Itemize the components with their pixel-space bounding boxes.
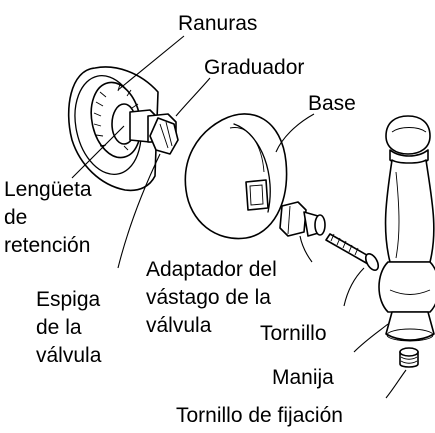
handle-drawing xyxy=(378,115,435,342)
label-lengueta-line3: retención xyxy=(4,234,90,257)
label-adaptador-line3: válvula xyxy=(146,314,212,337)
label-tornillo-fijacion: Tornillo de fijación xyxy=(176,404,343,427)
label-espiga-line1: Espiga xyxy=(36,288,101,311)
label-lengueta-line1: Lengüeta xyxy=(4,178,92,201)
label-tornillo: Tornillo xyxy=(260,322,327,345)
leader-tornillo-fijacion xyxy=(385,369,407,399)
leader-manija xyxy=(353,323,389,353)
leader-lengueta xyxy=(71,125,125,179)
leader-base xyxy=(275,113,315,153)
label-lengueta-line2: de xyxy=(4,206,27,229)
label-manija: Manija xyxy=(272,366,334,389)
label-base: Base xyxy=(308,92,356,115)
label-graduador: Graduador xyxy=(204,56,304,79)
stem-adapter-drawing xyxy=(279,201,326,237)
leader-tornillo xyxy=(343,267,365,307)
base-drawing xyxy=(184,113,288,240)
screw-drawing xyxy=(325,233,380,271)
leader-espiga xyxy=(117,153,161,269)
label-espiga-line3: válvula xyxy=(36,344,102,367)
label-adaptador-line2: vástago de la xyxy=(146,286,271,309)
label-adaptador-line1: Adaptador del xyxy=(146,258,277,281)
label-ranuras: Ranuras xyxy=(178,12,257,35)
valve-body-drawing xyxy=(67,66,179,192)
label-espiga-line2: de la xyxy=(36,316,82,339)
leader-lines xyxy=(71,35,407,399)
set-screw-drawing xyxy=(399,347,419,368)
leader-ranuras xyxy=(117,35,185,91)
leader-graduador xyxy=(175,77,211,117)
leader-adaptador xyxy=(299,235,313,263)
